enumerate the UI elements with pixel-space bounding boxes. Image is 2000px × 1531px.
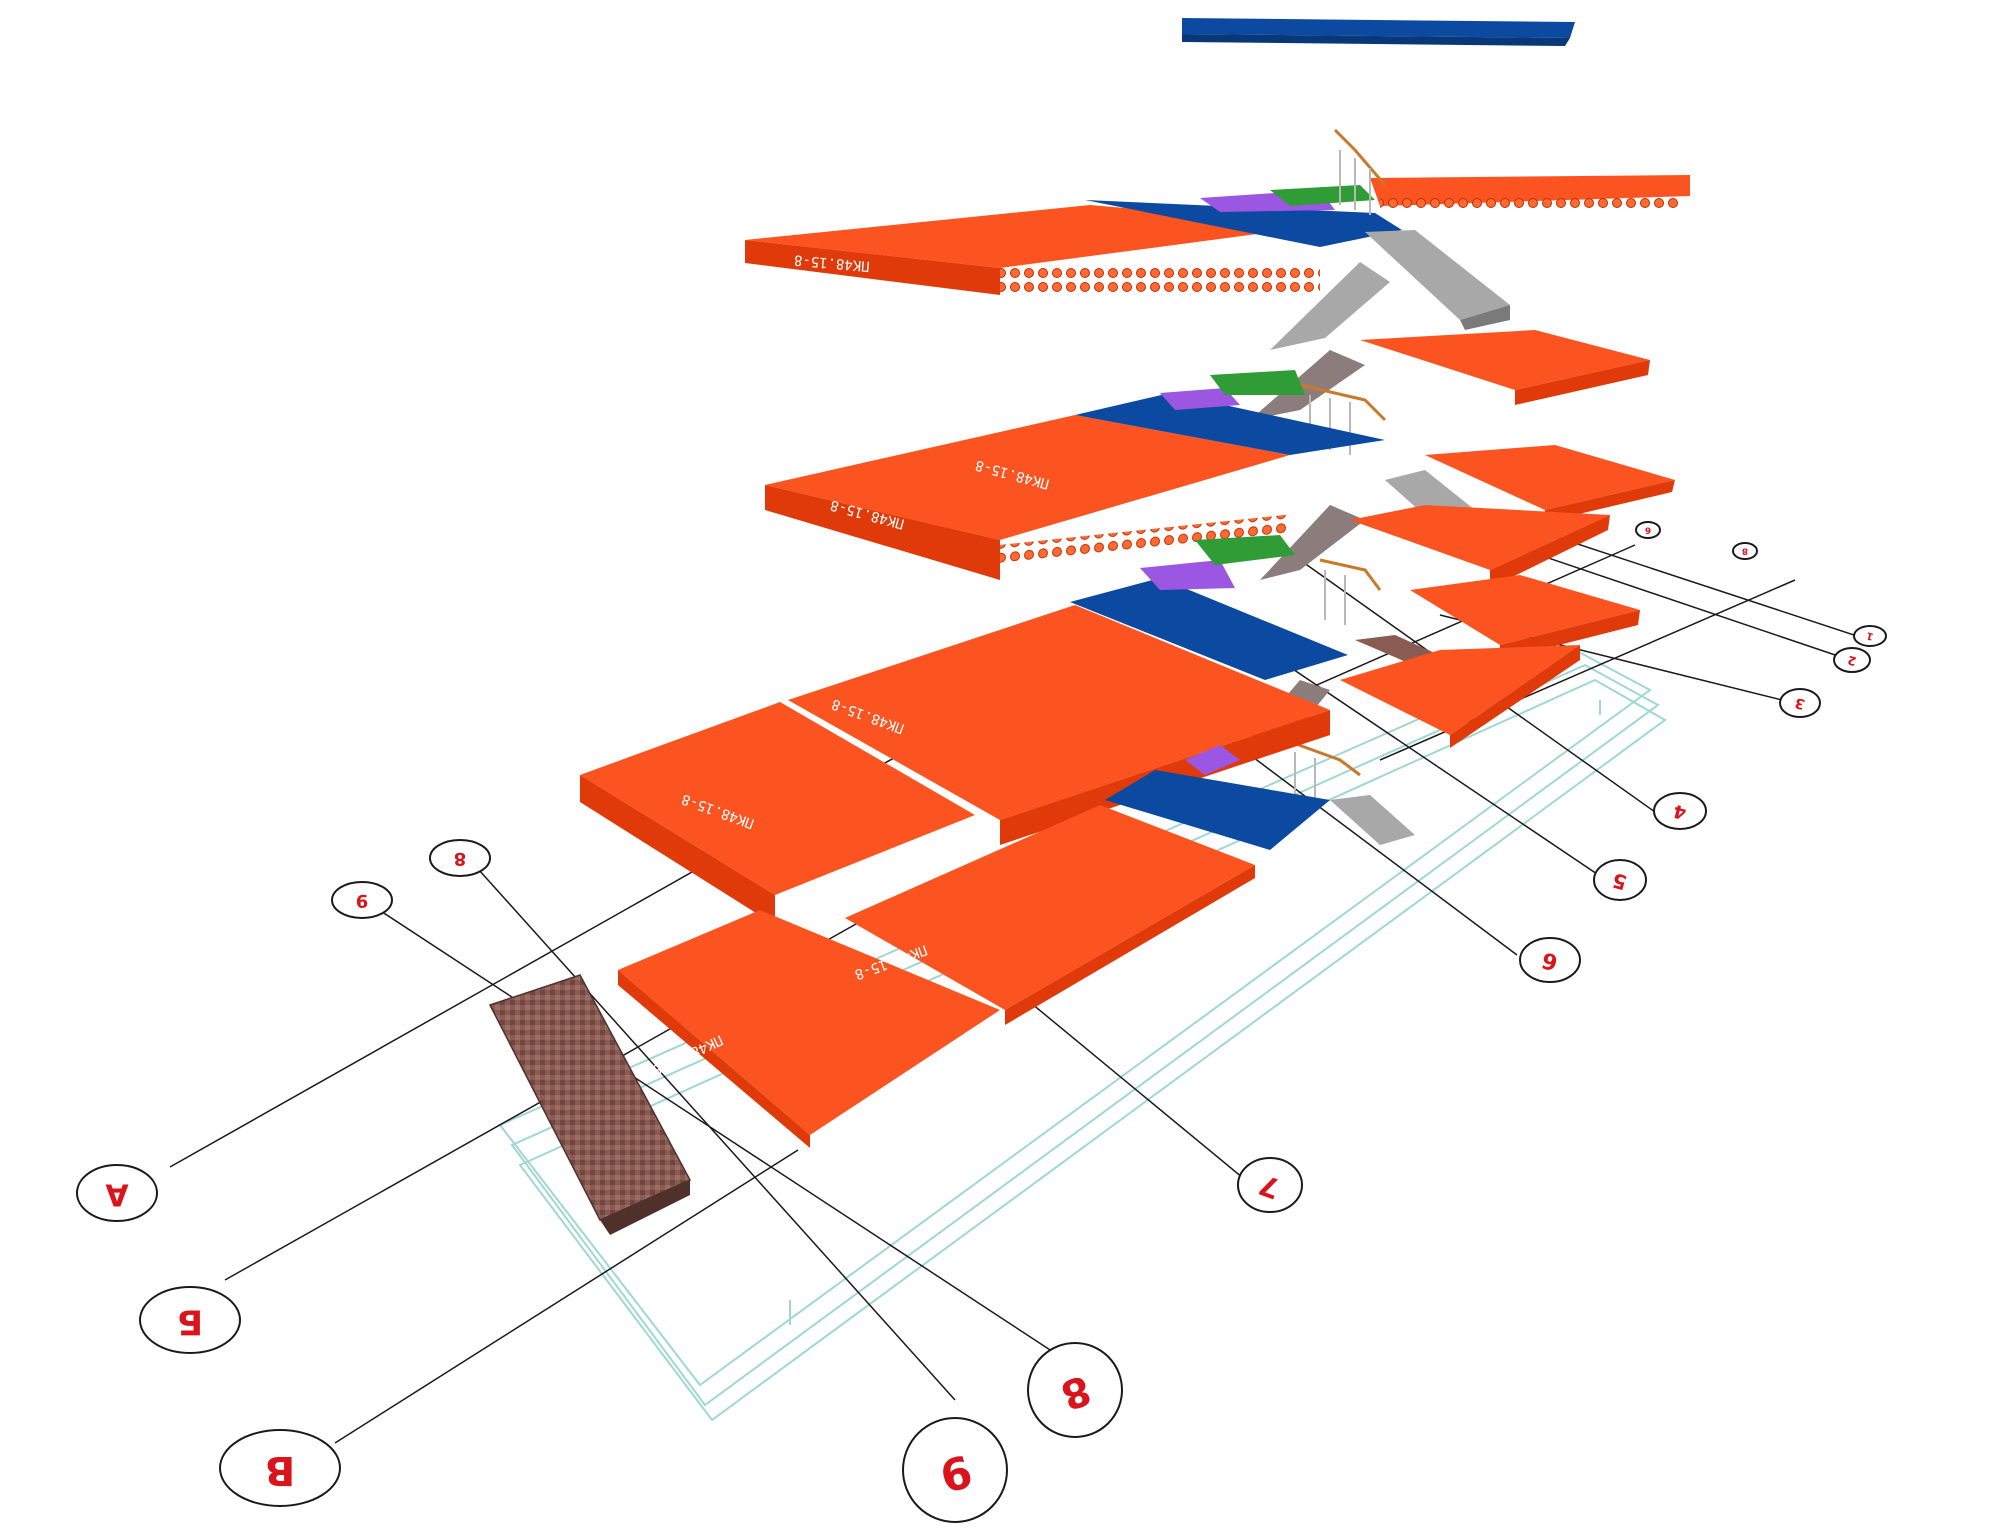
axis-bubbles — [76, 521, 1887, 1523]
floor-3-slabs — [765, 330, 1675, 588]
upper-floor-slabs — [745, 175, 1690, 295]
axis-label-6: 6 — [1539, 946, 1560, 974]
floor-1-slabs — [618, 745, 1330, 1148]
roof-landing-slab — [1182, 18, 1575, 46]
axis-label-top-8: 8 — [454, 848, 467, 869]
axis-label-3: 3 — [1793, 694, 1807, 712]
axis-label-b: Б — [177, 1302, 203, 1342]
axis-label-top-6: 6 — [1645, 525, 1651, 535]
axis-label-top-9: 9 — [356, 890, 369, 911]
axis-label-v: В — [265, 1447, 296, 1493]
ground-brick-stair — [488, 974, 692, 1235]
slab-mark-upper: ПК48.15-8 — [793, 251, 870, 274]
axis-label-2: 2 — [1846, 653, 1858, 669]
axis-label-1: 1 — [1865, 629, 1875, 641]
axis-label-5: 5 — [1610, 868, 1630, 895]
axis-label-top-8b: 8 — [1742, 546, 1748, 556]
stair-railings — [1284, 128, 1387, 805]
floor-2-slabs — [580, 535, 1640, 925]
stair-flights — [1240, 230, 1510, 845]
axis-label-a: А — [105, 1177, 129, 1212]
axis-label-4: 4 — [1671, 800, 1689, 824]
